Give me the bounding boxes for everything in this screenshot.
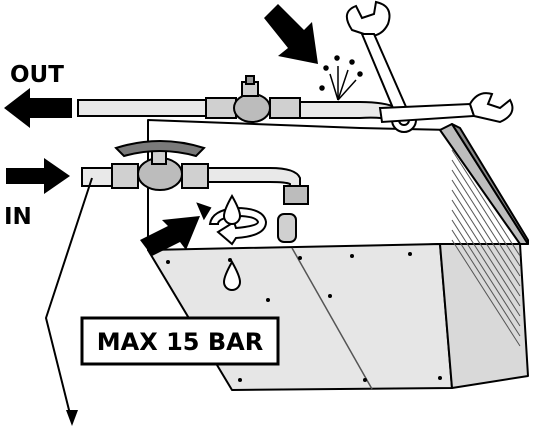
out-valve <box>233 75 271 123</box>
label-max-pressure: MAX 15 BAR <box>97 328 263 356</box>
in-valve <box>114 140 206 191</box>
water-drop-icon <box>222 193 242 291</box>
arrow-out <box>4 88 72 128</box>
leader-line <box>44 177 93 423</box>
condenser-fins <box>451 149 521 347</box>
wrench-icon <box>345 0 514 133</box>
max-pressure-box: MAX 15 BAR <box>80 316 280 366</box>
rivets <box>166 252 442 382</box>
arrow-in <box>6 158 70 194</box>
drain-fitting <box>277 213 297 243</box>
arrow-pointer-top <box>264 4 318 64</box>
leak-spray-icon <box>319 55 363 101</box>
arrow-pointer-bottom <box>140 216 200 256</box>
label-in: IN <box>4 204 32 230</box>
label-out: OUT <box>10 62 64 88</box>
cabinet-side <box>439 243 529 389</box>
